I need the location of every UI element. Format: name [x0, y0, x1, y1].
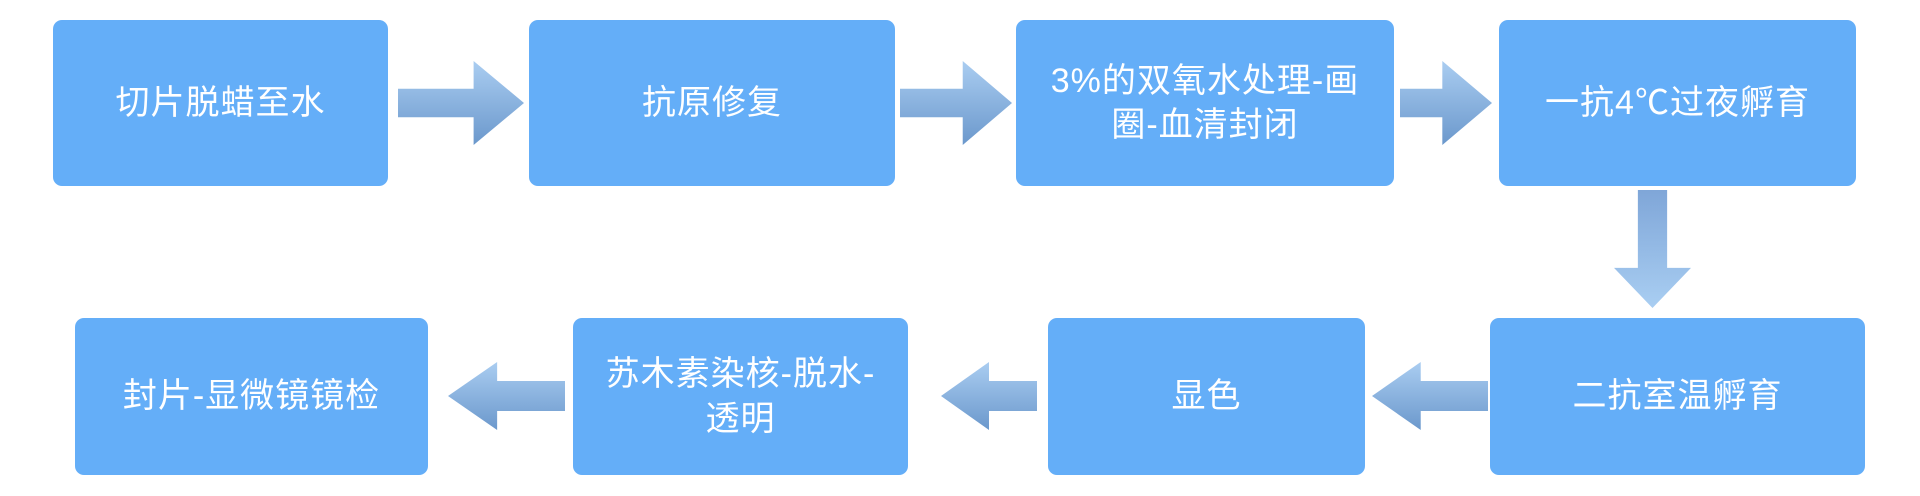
flow-step-primary-antibody: 一抗4℃过夜孵育 — [1499, 20, 1856, 186]
arrow-down-icon — [1614, 190, 1691, 308]
flow-step-color-development: 显色 — [1048, 318, 1365, 475]
arrow-left-icon — [1372, 362, 1488, 430]
flow-step-hematoxylin-dehydrate: 苏木素染核-脱水-透明 — [573, 318, 908, 475]
arrow-right-icon — [1400, 61, 1492, 145]
arrow-right-icon — [398, 61, 524, 145]
arrow-right-icon — [900, 61, 1012, 145]
arrow-left-icon — [941, 362, 1037, 430]
flow-step-secondary-antibody: 二抗室温孵育 — [1490, 318, 1865, 475]
flow-step-antigen-retrieval: 抗原修复 — [529, 20, 895, 186]
arrow-left-icon — [448, 362, 565, 430]
flow-step-mount-microscopy: 封片-显微镜镜检 — [75, 318, 428, 475]
flow-step-deparaffinize: 切片脱蜡至水 — [53, 20, 388, 186]
flow-step-peroxide-blocking: 3%的双氧水处理-画圈-血清封闭 — [1016, 20, 1394, 186]
